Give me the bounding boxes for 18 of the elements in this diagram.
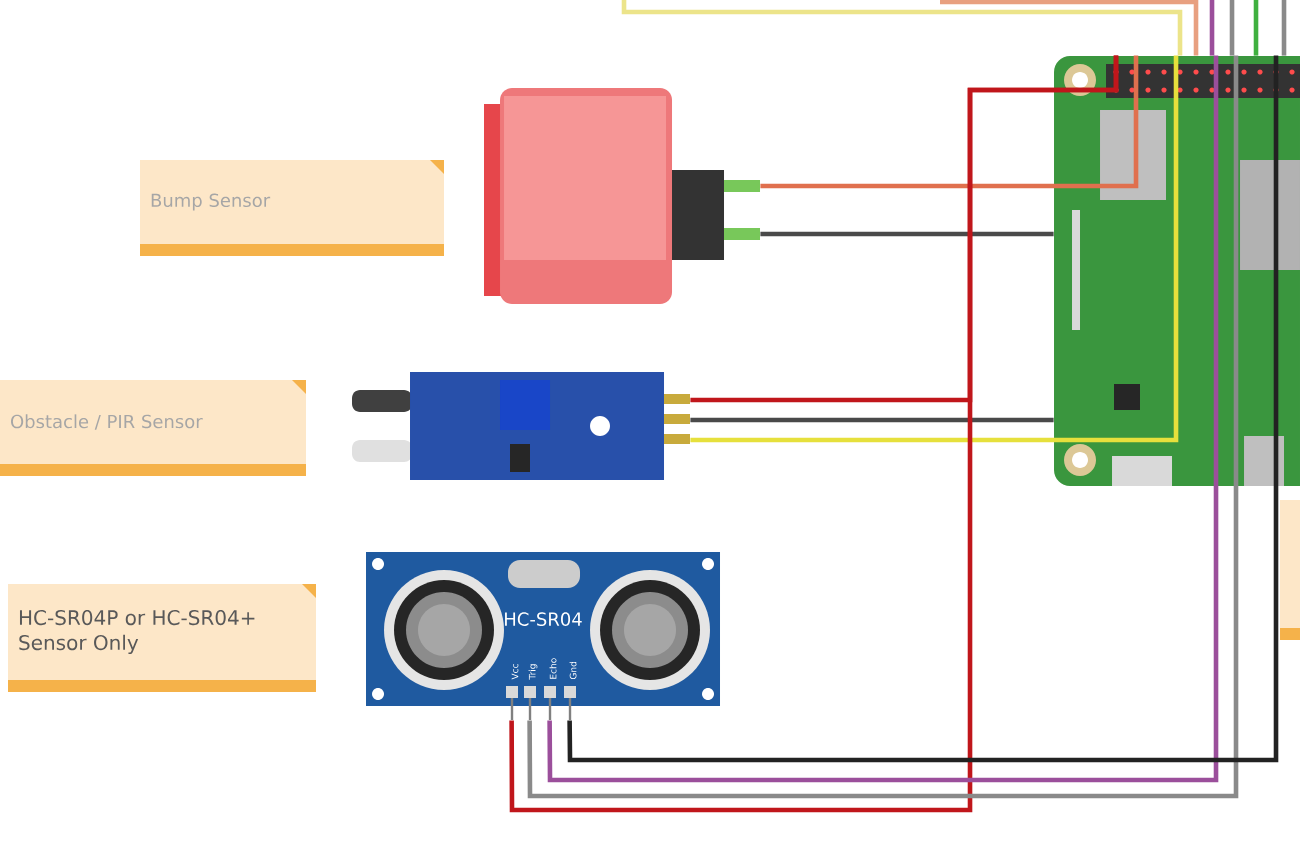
note-box: Bump Sensor [140, 160, 444, 256]
wire [690, 417, 1054, 423]
wire [1253, 0, 1259, 56]
wire [1281, 0, 1287, 56]
wire [1229, 0, 1235, 56]
wire [509, 55, 1119, 813]
circuit-board-drawing [1054, 56, 1300, 486]
obstacle-sensor-drawing [352, 372, 690, 480]
push-button-drawing [484, 88, 760, 304]
wire [690, 55, 1179, 443]
note-box [1280, 500, 1300, 640]
wire [1209, 0, 1215, 56]
note-box: HC-SR04P or HC-SR04+ Sensor Only [8, 584, 316, 692]
wire [760, 231, 1054, 237]
note-box: Obstacle / PIR Sensor [0, 380, 306, 476]
wire [940, 0, 1199, 56]
wire [621, 0, 1183, 56]
wire [760, 55, 1139, 189]
